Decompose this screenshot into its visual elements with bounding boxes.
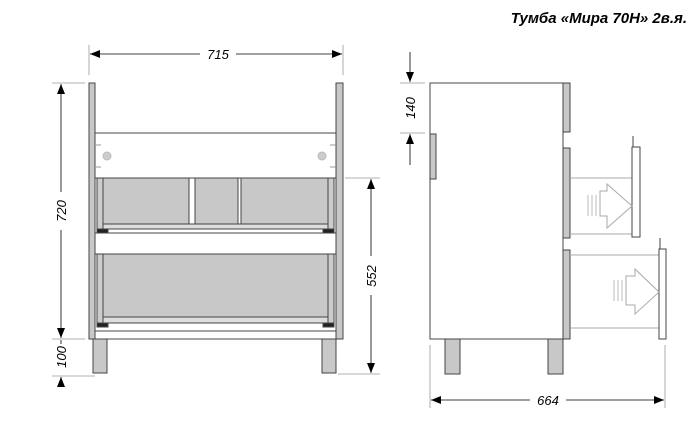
depth-dimension: 664 xyxy=(537,393,559,408)
top-rail xyxy=(94,132,337,179)
drawer-height-dimension: 552 xyxy=(364,264,379,286)
drawing-title: Тумба «Мира 70Н» 2в.я. xyxy=(510,10,687,27)
front-dimensions xyxy=(52,45,380,387)
left-side-panel xyxy=(88,82,96,340)
door-front-bottom xyxy=(562,249,571,340)
upper-drawer-box xyxy=(102,177,329,230)
lower-drawer-box xyxy=(102,253,329,319)
height-dimension: 720 xyxy=(54,199,69,221)
side-dimensions xyxy=(400,52,666,408)
leg-side-right xyxy=(547,338,564,375)
door-front-top xyxy=(562,82,571,133)
right-side-panel xyxy=(335,82,344,340)
leg-side-left xyxy=(444,338,461,375)
bolt-right xyxy=(317,151,327,161)
leg-left xyxy=(92,338,108,374)
drawer-front-upper xyxy=(631,146,641,238)
drawer-front-lower xyxy=(658,248,667,340)
leg-height-dimension: 100 xyxy=(54,345,69,367)
bolt-left xyxy=(102,151,112,161)
bottom-rail xyxy=(94,330,337,340)
front-view xyxy=(88,82,344,374)
pull-arrow-lower xyxy=(625,267,660,316)
middle-rail xyxy=(94,232,337,255)
top-offset-dimension: 140 xyxy=(403,96,418,118)
side-handle xyxy=(429,133,437,180)
door-front-middle xyxy=(562,147,571,239)
width-dimension: 715 xyxy=(207,47,229,62)
pull-arrow-upper xyxy=(599,182,633,230)
leg-right xyxy=(321,338,337,374)
side-view xyxy=(429,82,667,375)
side-body xyxy=(429,82,564,340)
